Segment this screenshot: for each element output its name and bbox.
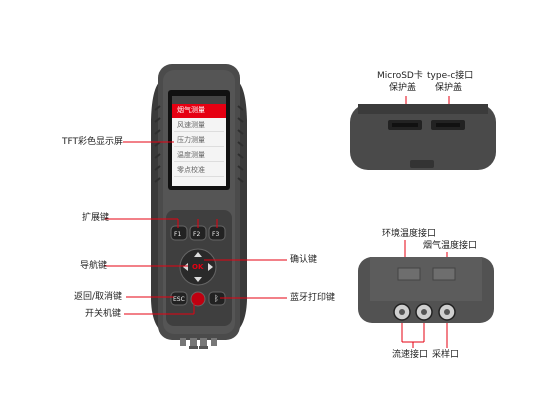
f3-key-label: F3 [212, 231, 220, 238]
label-nav-keys: 导航键 [80, 261, 108, 271]
screen-menu-item: 烟气测量 [177, 106, 205, 114]
label-typec-1: type-c接口 [427, 71, 474, 81]
label-confirm: 确认键 [290, 255, 318, 265]
screen-menu-item: 零点校准 [174, 164, 224, 177]
esc-key-label: ESC [173, 296, 185, 303]
label-microsd-2: 保护盖 [389, 83, 417, 93]
f2-key-label: F2 [193, 231, 201, 238]
label-bt-print: 蓝牙打印键 [290, 293, 336, 303]
label-env-temp-port: 环境温度接口 [382, 229, 437, 239]
label-microsd-1: MicroSD卡 [377, 71, 423, 81]
leader-lines [104, 96, 450, 348]
label-sample-port: 采样口 [432, 350, 460, 360]
device-top-view [350, 104, 496, 170]
label-back-cancel: 返回/取消键 [74, 292, 123, 302]
device-front [151, 64, 247, 349]
f1-key-label: F1 [174, 231, 182, 238]
screen-menu-item: 温度测量 [174, 149, 224, 162]
label-flow-port: 流速接口 [392, 350, 429, 360]
ok-key-label: OK [192, 263, 204, 271]
label-expand-keys: 扩展键 [82, 213, 110, 223]
screen-menu-item: 压力测量 [174, 134, 224, 147]
label-typec-2: 保护盖 [435, 83, 463, 93]
screen-menu-item: 风速测量 [174, 119, 224, 132]
bt-key-label: ᛒ [214, 294, 219, 303]
device-bottom-view [358, 257, 494, 323]
label-screen: TFT彩色显示屏 [62, 137, 124, 147]
label-flue-temp-port: 烟气温度接口 [423, 241, 478, 251]
label-power: 开关机键 [85, 309, 122, 319]
